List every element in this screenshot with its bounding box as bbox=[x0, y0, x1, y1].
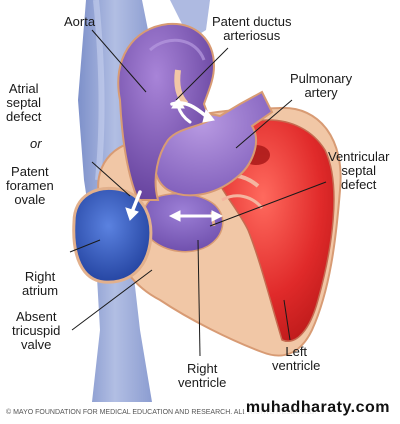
right-atrium-shape bbox=[72, 187, 153, 284]
upper-vessel bbox=[170, 0, 210, 40]
right-ventricle-shape bbox=[142, 192, 224, 253]
foramen-line2: foramen bbox=[6, 178, 54, 193]
left-ventricle-line2: ventricle bbox=[272, 358, 321, 373]
vsd-line3: defect bbox=[341, 177, 377, 192]
atrial-line2: septal bbox=[6, 95, 42, 110]
or-text: or bbox=[30, 136, 42, 151]
leader-lines bbox=[69, 29, 327, 357]
right-ventricle-line1: Right bbox=[187, 361, 218, 376]
atrial-septal-defect-label: Atrial septal defect bbox=[6, 82, 41, 124]
aorta-label-text: Aorta bbox=[64, 14, 96, 29]
ventricular-septal-defect-label: Ventricular septal defect bbox=[328, 150, 389, 192]
patent-foramen-ovale-label: Patent foramen ovale bbox=[6, 165, 54, 207]
aorta-label: Aorta bbox=[64, 15, 95, 29]
absent-tricuspid-valve-label: Absent tricuspid valve bbox=[12, 310, 60, 352]
pulmonary-line2: artery bbox=[304, 85, 338, 100]
right-ventricle-line2: ventricle bbox=[178, 375, 227, 390]
watermark-text: muhadharaty.com bbox=[243, 399, 392, 417]
vsd-line1: Ventricular bbox=[328, 149, 390, 164]
or-label: or bbox=[30, 137, 42, 151]
foramen-line1: Patent bbox=[11, 164, 49, 179]
pulmonary-artery-label: Pulmonary artery bbox=[290, 72, 352, 100]
foramen-line3: ovale bbox=[14, 192, 46, 207]
right-atrium-label: Right atrium bbox=[22, 270, 58, 298]
left-ventricle-label: Left ventricle bbox=[272, 345, 320, 373]
right-atrium-line2: atrium bbox=[22, 283, 59, 298]
atrial-line3: defect bbox=[6, 109, 42, 124]
patent-ductus-line2: arteriosus bbox=[223, 28, 281, 43]
right-ventricle-label: Right ventricle bbox=[178, 362, 226, 390]
patent-ductus-line1: Patent ductus bbox=[212, 14, 292, 29]
vsd-line2: septal bbox=[341, 163, 377, 178]
pulmonary-line1: Pulmonary bbox=[290, 71, 353, 86]
absent-line3: valve bbox=[21, 337, 52, 352]
patent-ductus-label: Patent ductus arteriosus bbox=[212, 15, 292, 43]
flow-arrows bbox=[125, 97, 224, 222]
right-atrium-line1: Right bbox=[24, 269, 56, 284]
left-ventricle-line1: Left bbox=[285, 344, 308, 359]
absent-line1: Absent bbox=[15, 309, 57, 324]
atrial-line1: Atrial bbox=[8, 81, 39, 96]
absent-line2: tricuspid bbox=[12, 323, 61, 338]
copyright-text: © MAYO FOUNDATION FOR MEDICAL EDUCATION … bbox=[6, 409, 317, 416]
